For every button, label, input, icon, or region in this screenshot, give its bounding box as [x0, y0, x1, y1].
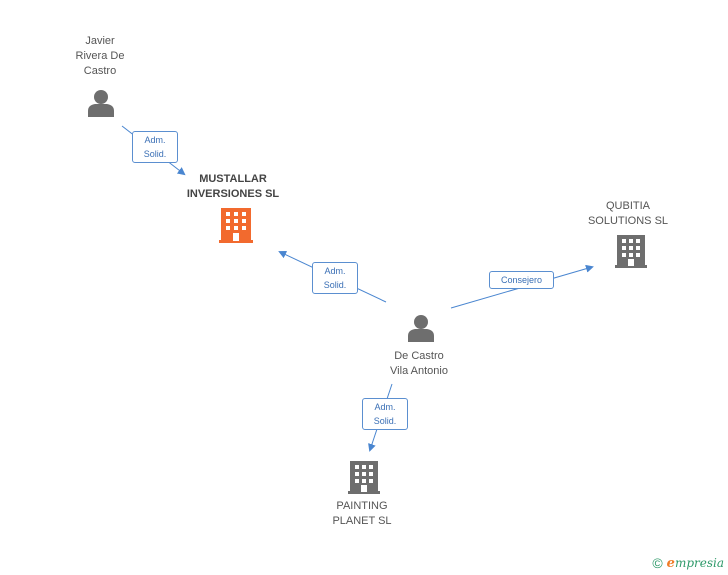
node-label-javier[interactable]: Javier Rivera De Castro: [75, 35, 125, 77]
copyright-symbol: ©: [652, 555, 663, 571]
building-icon[interactable]: [615, 235, 647, 268]
node-label-mustallar[interactable]: MUSTALLAR INVERSIONES SL: [186, 173, 280, 200]
node-label-painting[interactable]: PAINTING PLANET SL: [332, 500, 392, 527]
edge-label-decastro-mustallar: Adm. Solid.: [312, 262, 358, 294]
brand-logo[interactable]: empresia: [667, 555, 724, 571]
edge-label-decastro-qubitia: Consejero: [489, 271, 554, 289]
node-label-qubitia[interactable]: QUBITIA SOLUTIONS SL: [587, 200, 669, 227]
building-icon[interactable]: [219, 208, 253, 243]
edge-label-decastro-painting: Adm. Solid.: [362, 398, 408, 430]
person-icon[interactable]: [88, 90, 114, 117]
building-icon[interactable]: [348, 461, 380, 494]
brand-initial: e: [666, 556, 675, 571]
node-label-decastro[interactable]: De Castro Vila Antonio: [390, 350, 448, 377]
person-icon[interactable]: [408, 315, 434, 342]
footer-branding: © empresia: [652, 555, 724, 571]
brand-name: mpresia: [674, 556, 724, 570]
edge-label-javier-mustallar: Adm. Solid.: [132, 131, 178, 163]
